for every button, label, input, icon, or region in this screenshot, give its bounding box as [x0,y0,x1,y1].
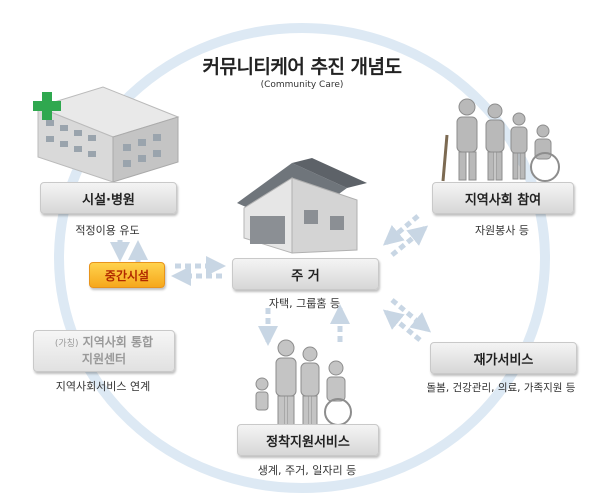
diagram-title: 커뮤니티케어 추진 개념도 [202,56,402,78]
support-center-label-line1: 지역사회 통합 [82,335,154,349]
settlement-service-sub: 생계, 주거, 일자리 등 [257,464,357,477]
housing-node-label: 주 거 [291,268,320,284]
hospital-node-sub: 적정이용 유도 [75,224,140,237]
settlement-service-label: 정착지원서비스 [266,434,350,450]
settlement-service-node: 정착지원서비스 [237,424,379,456]
community-participation-node: 지역사회 참여 [432,182,574,214]
support-center-line1: (가칭) 지역사회 통합 [55,335,153,352]
house-illustration [237,158,367,254]
medical-cross-icon [33,92,61,120]
community-participation-label: 지역사회 참여 [464,192,542,208]
housing-node: 주 거 [232,258,379,290]
support-center-label-line2: 지원센터 [81,352,127,366]
support-center-node: (가칭) 지역사회 통합 지원센터 [33,330,175,372]
housing-node-sub: 자택, 그룹홈 등 [268,297,341,310]
hospital-node: 시설·병원 [40,182,177,214]
home-service-label: 재가서비스 [473,352,534,368]
support-center-sub: 지역사회서비스 연계 [55,380,151,393]
family-illustration [255,339,352,427]
intermediate-facility-label: 중간시설 [104,268,150,283]
hospital-building-illustration [33,86,180,182]
support-center-prefix: (가칭) [54,339,79,349]
intermediate-facility-node: 중간시설 [89,262,165,288]
diagram-subtitle: (Community Care) [260,80,344,90]
hospital-node-label: 시설·병원 [82,192,135,208]
home-service-node: 재가서비스 [430,342,577,374]
home-service-sub: 돌봄, 건강관리, 의료, 가족지원 등 [426,382,576,394]
community-participation-sub: 자원봉사 등 [474,224,530,237]
community-people-illustration [441,98,560,182]
